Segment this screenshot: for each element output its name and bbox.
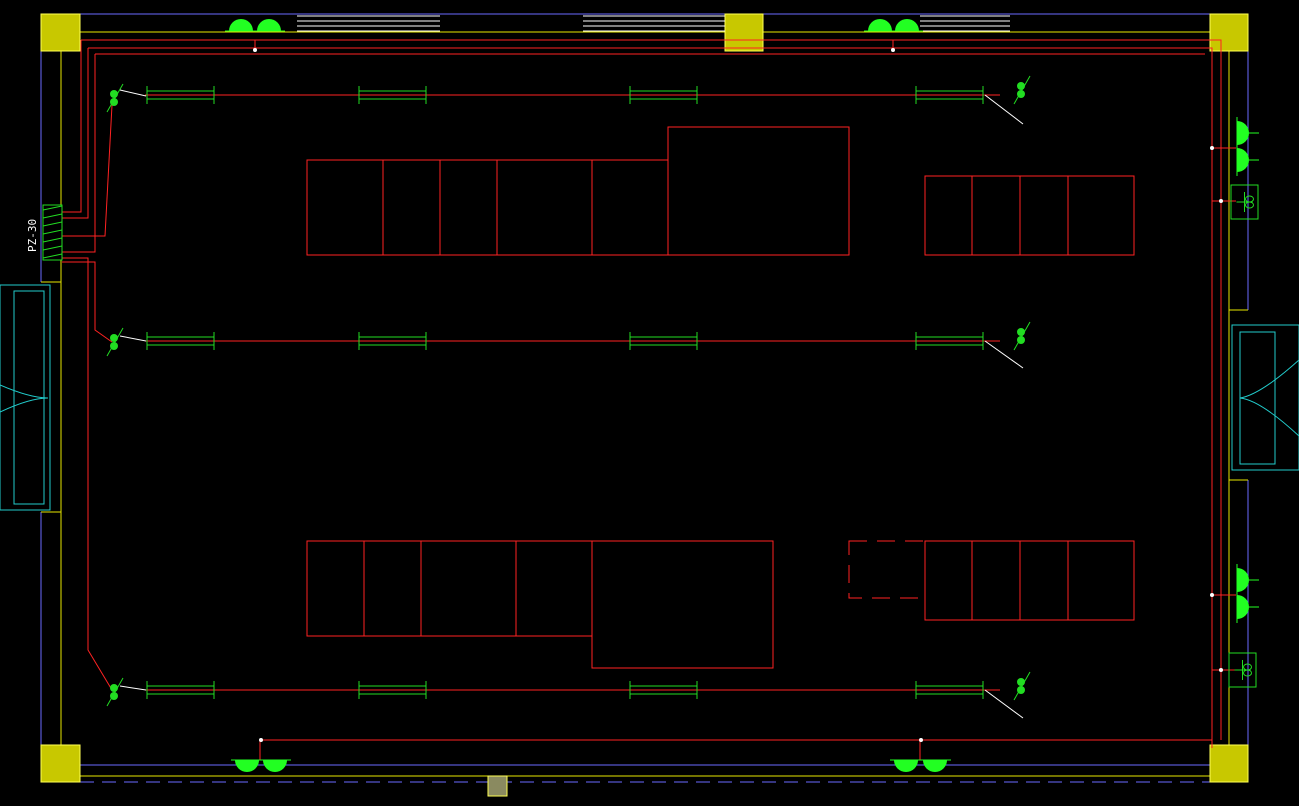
fluorescent-fixture-icon bbox=[358, 681, 427, 699]
junction-box-icon bbox=[1210, 146, 1214, 150]
distribution-panel: PZ-30 bbox=[26, 204, 63, 261]
panel-label: PZ-30 bbox=[26, 219, 39, 252]
junction-box-icon bbox=[253, 48, 257, 52]
junction-box-icon bbox=[259, 738, 263, 742]
junction-box-icon bbox=[1219, 199, 1223, 203]
fan-icon bbox=[1228, 652, 1257, 688]
fluorescent-fixture-icon bbox=[629, 332, 698, 350]
light-switch-icon bbox=[106, 677, 147, 707]
door-right bbox=[1231, 324, 1299, 471]
fluorescent-fixture-icon bbox=[915, 86, 984, 104]
electrical-symbols bbox=[106, 19, 1259, 772]
shelving-units bbox=[306, 126, 1135, 669]
wall-lamp-icon bbox=[225, 19, 257, 32]
wall-lamp-icon bbox=[1236, 591, 1259, 623]
light-switch-icon bbox=[984, 321, 1031, 369]
column-bottom-small bbox=[487, 775, 508, 797]
fluorescent-fixture-icon bbox=[358, 86, 427, 104]
column-top-left bbox=[40, 13, 81, 52]
junction-points bbox=[253, 48, 1223, 742]
junction-box-icon bbox=[1219, 668, 1223, 672]
grid-lines bbox=[40, 13, 1249, 783]
column-bottom-right bbox=[1209, 744, 1249, 783]
junction-box-icon bbox=[1210, 593, 1214, 597]
fluorescent-fixture-icon bbox=[629, 681, 698, 699]
fluorescent-fixture-icon bbox=[146, 681, 215, 699]
wall-lamp-icon bbox=[891, 19, 923, 32]
fluorescent-fixture-icon bbox=[146, 332, 215, 350]
light-switch-icon bbox=[984, 671, 1031, 719]
fan-icon bbox=[1230, 184, 1259, 220]
fluorescent-fixture-icon bbox=[915, 681, 984, 699]
column-bottom-left bbox=[40, 744, 81, 783]
wall-lamp-icon bbox=[864, 19, 896, 32]
junction-box-icon bbox=[891, 48, 895, 52]
fluorescent-fixture-icon bbox=[915, 332, 984, 350]
wall-lamp-icon bbox=[919, 759, 951, 772]
wall-lamp-icon bbox=[1236, 117, 1259, 149]
light-fixtures bbox=[146, 86, 984, 699]
light-switch-icon bbox=[106, 83, 147, 113]
wall-lamp-icon bbox=[231, 759, 263, 772]
junction-box-icon bbox=[919, 738, 923, 742]
fluorescent-fixture-icon bbox=[146, 86, 215, 104]
wall-lamp-icon bbox=[1236, 564, 1259, 596]
fluorescent-fixture-icon bbox=[358, 332, 427, 350]
windows bbox=[297, 15, 1010, 32]
wall-lamp-icon bbox=[259, 759, 291, 772]
fluorescent-fixture-icon bbox=[629, 86, 698, 104]
light-switch-icon bbox=[106, 327, 147, 357]
wall-lamp-icon bbox=[890, 759, 922, 772]
wiring bbox=[62, 39, 1236, 760]
column-top-middle bbox=[724, 13, 764, 52]
light-switch-icon bbox=[984, 75, 1031, 125]
wall-lamp-icon bbox=[1236, 144, 1259, 176]
walls bbox=[41, 14, 1248, 782]
columns bbox=[40, 13, 1249, 797]
door-left bbox=[0, 284, 51, 511]
wall-lamp-icon bbox=[253, 19, 285, 32]
column-top-right bbox=[1209, 13, 1249, 52]
